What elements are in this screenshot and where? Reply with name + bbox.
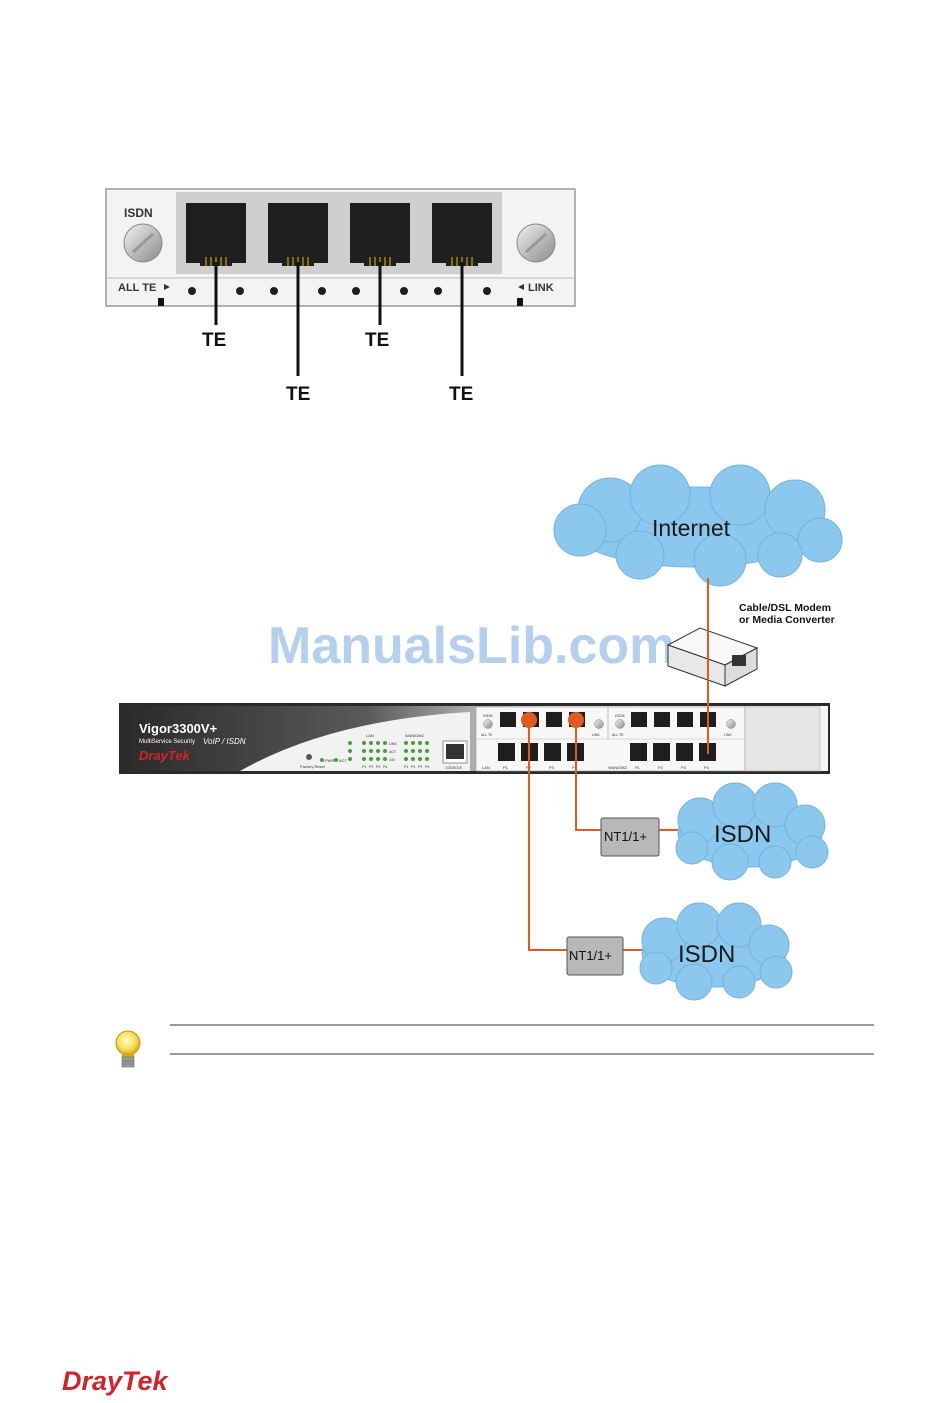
te-label-3: TE <box>365 330 389 351</box>
lan-ports[interactable] <box>498 743 584 761</box>
svg-text:P4: P4 <box>704 765 710 770</box>
svg-text:P1: P1 <box>635 765 641 770</box>
te-cables <box>214 262 464 376</box>
svg-text:P2: P2 <box>369 765 373 769</box>
panel-screw-icon <box>594 719 604 729</box>
console-label: CONSOLE <box>445 766 463 770</box>
panel-link-label-left: LINK <box>592 733 600 737</box>
lightbulb-icon <box>115 1030 141 1068</box>
te-label-4: TE <box>449 384 473 405</box>
act-led <box>334 758 338 762</box>
led-group-wan: WAN/DMZ <box>405 733 425 738</box>
svg-text:P2: P2 <box>411 765 415 769</box>
isdn-port-2[interactable] <box>268 203 328 266</box>
nt-box-2: NT1/1+ <box>566 936 624 976</box>
led-group-lan: LAN <box>366 733 374 738</box>
nt-label-1: NT1/1+ <box>604 829 647 844</box>
footer-brand-logo: DrayTek <box>62 1366 170 1396</box>
svg-text:P3: P3 <box>549 765 555 770</box>
all-te-arrow-icon <box>164 284 170 290</box>
svg-text:P3: P3 <box>376 765 380 769</box>
led-row-100: 100 <box>389 758 395 762</box>
nt-label-2: NT1/1+ <box>569 948 612 963</box>
router-sub2: VoIP / ISDN <box>203 737 246 746</box>
watermark: ManualsLib.com <box>268 617 675 675</box>
isdn-status-leds <box>188 287 491 295</box>
all-te-label: ALL TE <box>118 282 156 294</box>
svg-text:P1: P1 <box>404 765 408 769</box>
isdn-port-3[interactable] <box>350 203 410 266</box>
modem-device <box>666 627 759 687</box>
panel-all-te-label-right: ALL TE <box>612 733 624 737</box>
internet-label: Internet <box>652 515 731 541</box>
modem-label-line1: Cable/DSL Modem <box>739 602 831 614</box>
router-brand: DrayTek <box>139 748 191 763</box>
nt-box-1: NT1/1+ <box>600 817 660 857</box>
svg-text:P1: P1 <box>503 765 509 770</box>
connection-cables <box>528 578 709 951</box>
link-label: LINK <box>528 282 554 294</box>
te-label-2: TE <box>286 384 310 405</box>
link-arrow-icon <box>518 284 524 290</box>
connected-port-marker-2 <box>568 712 584 728</box>
svg-text:P3: P3 <box>418 765 422 769</box>
led-column-labels: P1 P2 P3 P4 P1 P2 P3 P4 <box>362 765 429 769</box>
isdn-port-4[interactable] <box>432 203 492 266</box>
router-sub1: MultiService Security <box>139 739 195 745</box>
modem-label-line2: or Media Converter <box>739 614 835 626</box>
svg-text:P2: P2 <box>658 765 664 770</box>
panel-isdn-label-right: ISDN <box>615 713 625 718</box>
vigor-router: Vigor3300V+ MultiService Security VoIP /… <box>119 703 830 774</box>
panel-screw-icon <box>483 719 493 729</box>
internet-cloud: Internet <box>553 464 843 587</box>
isdn-cloud-2: ISDN <box>639 902 793 1001</box>
isdn-label: ISDN <box>124 206 153 220</box>
svg-text:P4: P4 <box>425 765 429 769</box>
isdn-module-panel: ISDN ALL TE LINK <box>105 188 576 307</box>
led-row-act: ACT <box>389 750 397 754</box>
factory-reset-button[interactable] <box>306 754 312 760</box>
isdn-port-1[interactable] <box>186 203 246 266</box>
led-matrix <box>348 741 429 761</box>
panel-screw-icon <box>615 719 625 729</box>
panel-screw-icon <box>726 719 736 729</box>
panel-link-label-right: LINK <box>724 733 732 737</box>
svg-text:LAN: LAN <box>482 765 490 770</box>
connected-port-marker-1 <box>521 712 537 728</box>
modem-port-icon <box>732 655 746 666</box>
svg-text:P1: P1 <box>362 765 366 769</box>
te-label-1: TE <box>202 330 226 351</box>
act-led-label: ACT <box>339 758 348 763</box>
pwr-led <box>320 758 324 762</box>
svg-text:WAN/DMZ: WAN/DMZ <box>608 765 628 770</box>
pwr-led-label: PWR <box>325 758 334 763</box>
factory-reset-label: Factory Reset <box>300 764 326 769</box>
right-isdn-ports[interactable] <box>631 712 716 727</box>
svg-text:P4: P4 <box>572 765 578 770</box>
svg-text:P4: P4 <box>383 765 387 769</box>
isdn-cloud-1: ISDN <box>675 782 829 881</box>
isdn-cloud-label-1: ISDN <box>714 821 771 848</box>
isdn-cloud-label-2: ISDN <box>678 941 735 968</box>
led-row-link: LINK <box>389 742 397 746</box>
panel-all-te-label-left: ALL TE <box>481 733 493 737</box>
wan-ports[interactable] <box>630 743 716 761</box>
svg-text:P3: P3 <box>681 765 687 770</box>
router-model: Vigor3300V+ <box>139 721 218 736</box>
panel-isdn-label-left: ISDN <box>483 713 493 718</box>
wan-port-labels: WAN/DMZ P1 P2 P3 P4 <box>608 765 710 770</box>
